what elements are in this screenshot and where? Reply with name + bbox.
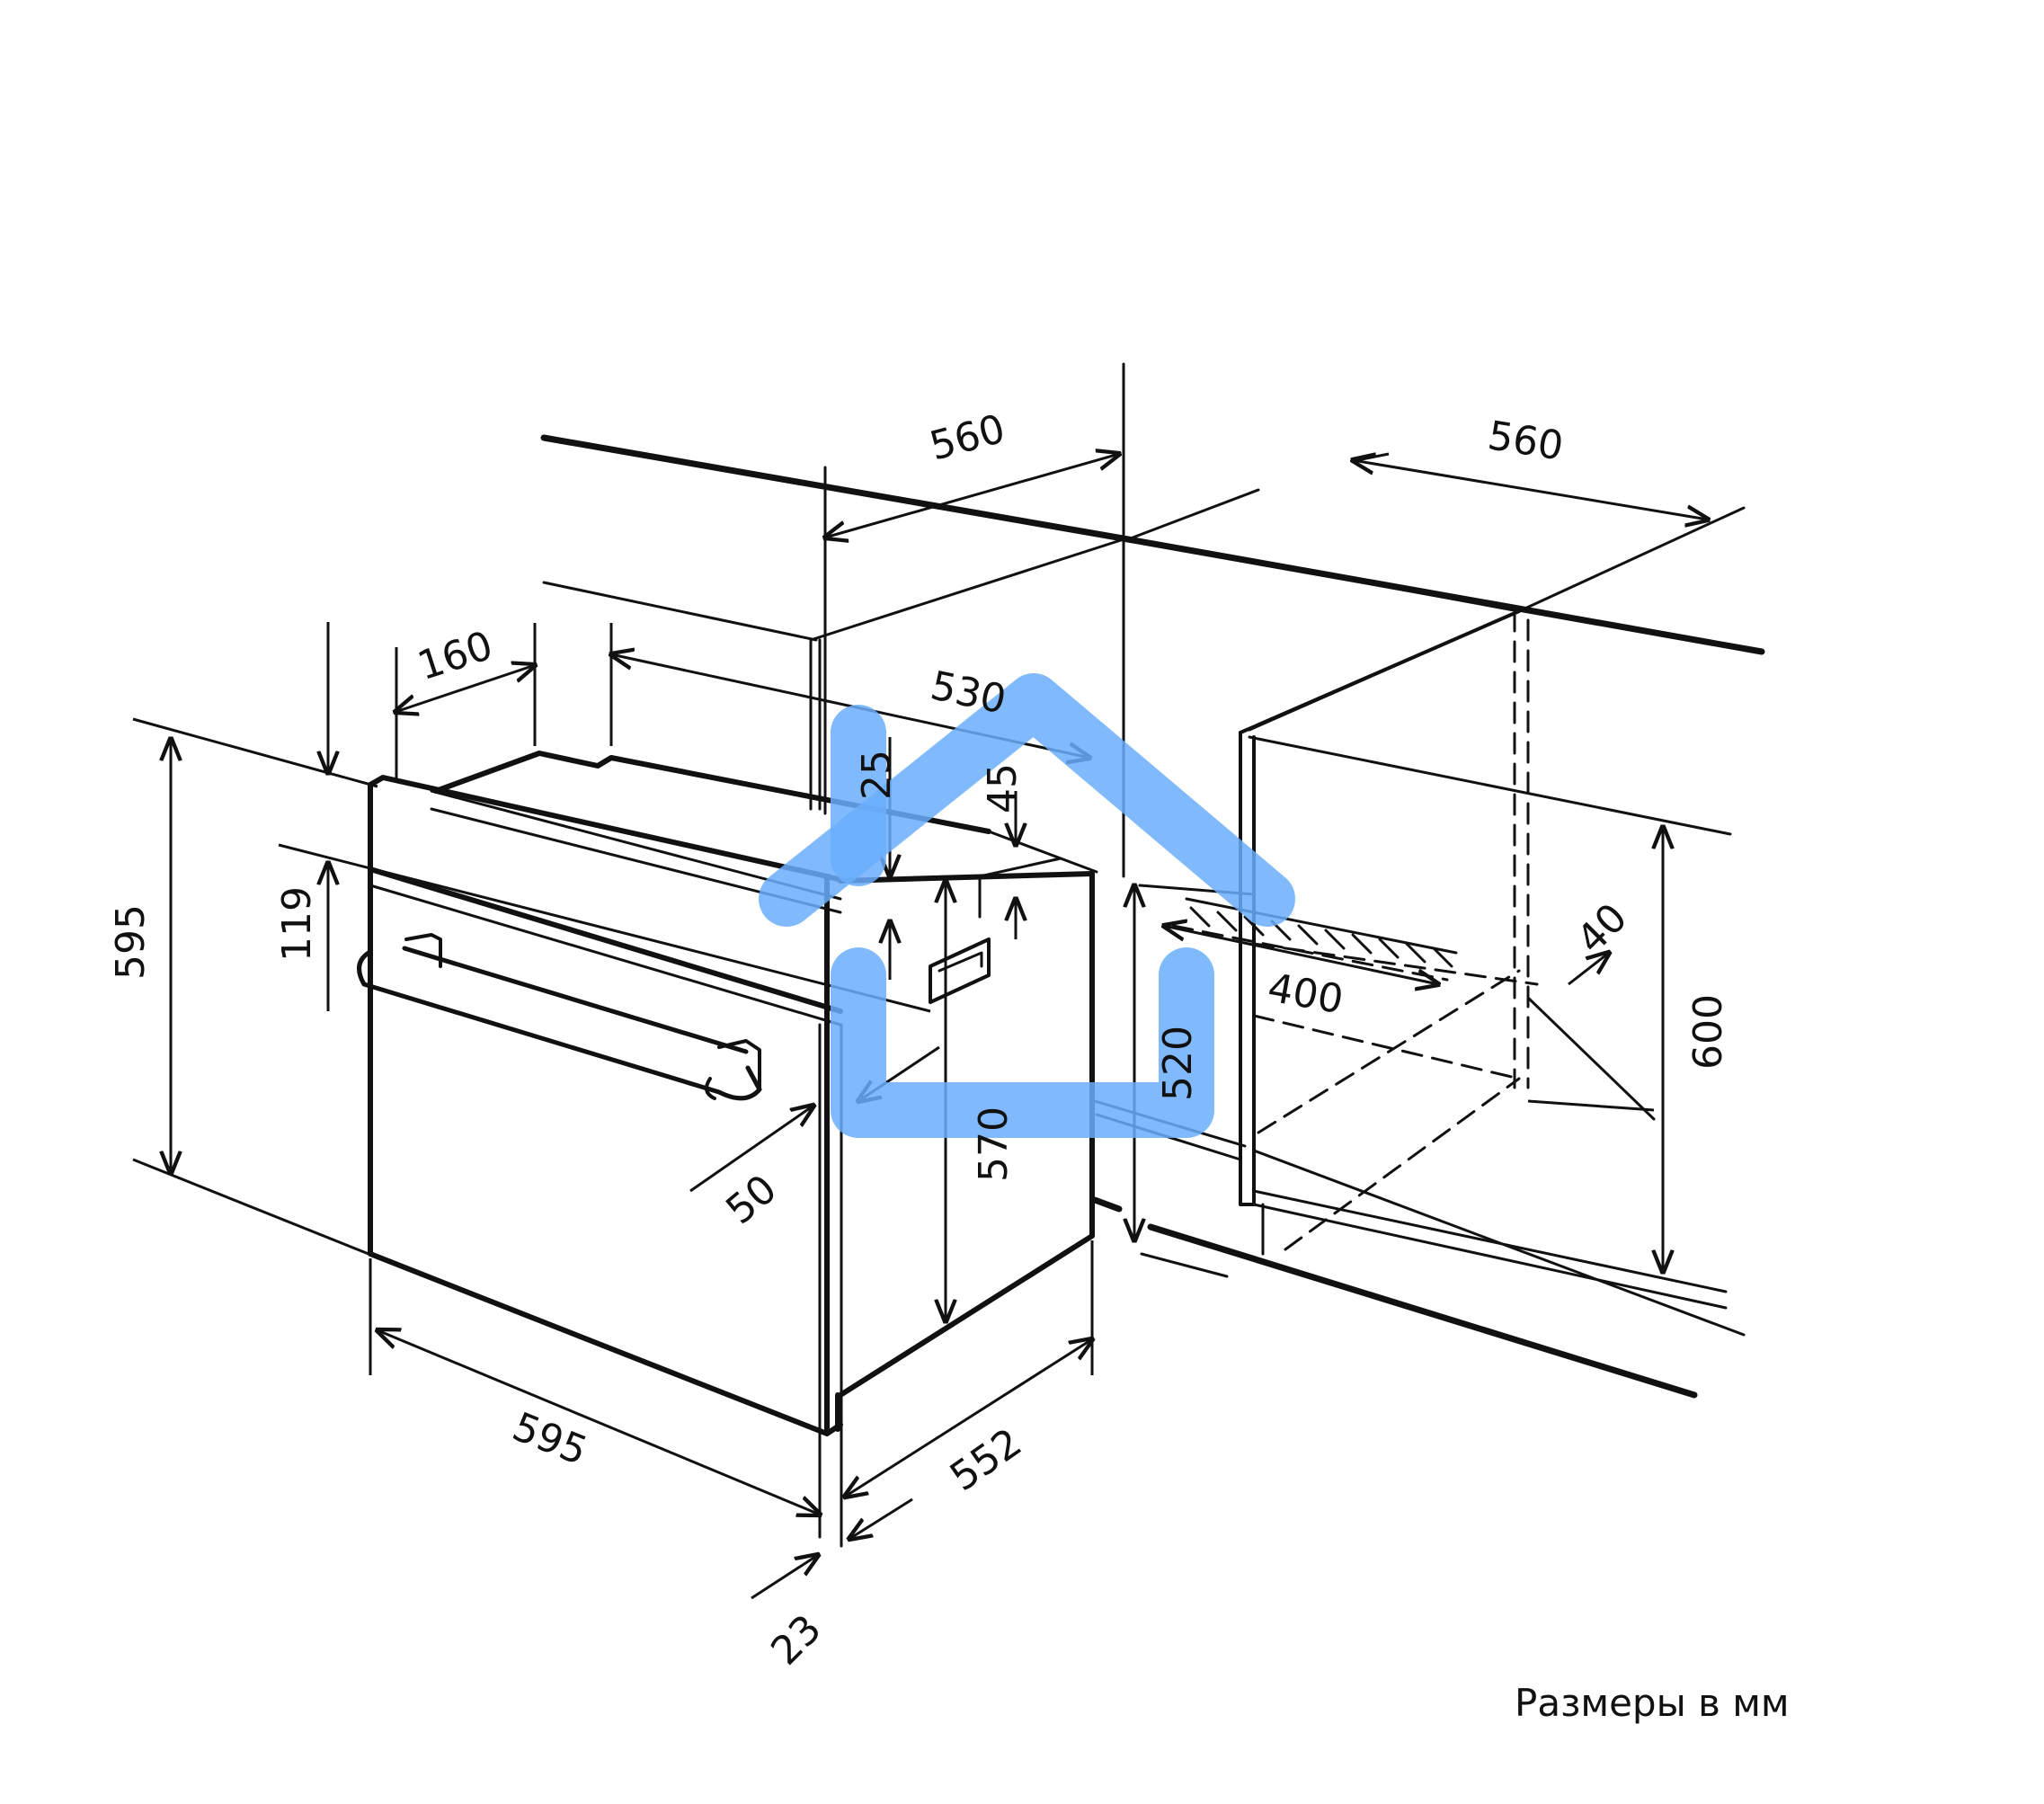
label-niche-height-right: 600 bbox=[1685, 994, 1731, 1070]
label-front-depth: 23 bbox=[762, 1606, 831, 1675]
label-top-offset: 25 bbox=[854, 750, 900, 800]
label-niche-height-inner: 520 bbox=[1155, 1026, 1201, 1101]
units-note: Размеры в мм bbox=[1515, 1681, 1790, 1725]
label-niche-width-top-left: 560 bbox=[925, 406, 1009, 470]
label-handle-offset: 50 bbox=[717, 1166, 786, 1233]
label-panel-offset: 45 bbox=[980, 763, 1026, 813]
dimension-labels: 560 560 530 160 25 45 119 595 595 552 23… bbox=[108, 406, 1731, 1675]
label-vent-slot-depth: 40 bbox=[1569, 894, 1637, 963]
house-outline-icon bbox=[759, 673, 1295, 1138]
cabinet-niche bbox=[540, 362, 1765, 1399]
label-niche-width-top-right: 560 bbox=[1485, 413, 1567, 470]
label-oven-height: 595 bbox=[108, 904, 154, 980]
dimension-lines bbox=[132, 454, 1708, 1600]
oven-body bbox=[357, 751, 1098, 1548]
label-niche-depth: 530 bbox=[927, 662, 1010, 723]
label-vent-slot-length: 400 bbox=[1265, 964, 1347, 1023]
label-control-panel-height: 119 bbox=[274, 886, 320, 962]
label-oven-depth: 552 bbox=[942, 1419, 1030, 1500]
label-body-height: 570 bbox=[971, 1106, 1017, 1182]
label-ventilation-gap: 160 bbox=[413, 623, 499, 689]
